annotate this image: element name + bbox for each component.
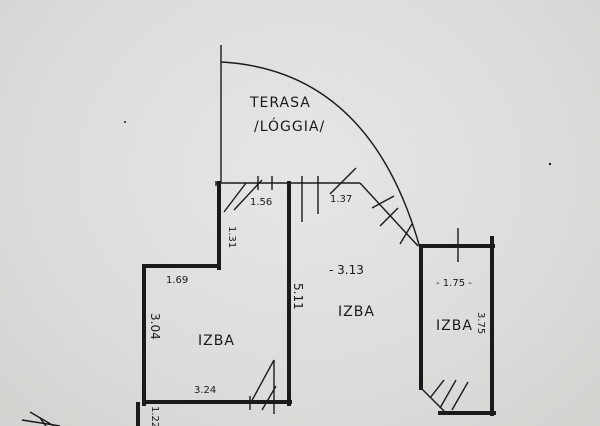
dimension-1-69: 1.69 (166, 275, 188, 286)
room-label-middle: IZBA (338, 304, 375, 320)
room-label-right: IZBA (436, 318, 473, 334)
ink-speck (548, 162, 552, 166)
corner-hatch-2 (29, 411, 55, 426)
door-right-hatch-1 (429, 379, 445, 399)
hatch-1 (223, 182, 247, 213)
railings (21, 167, 469, 426)
dimension-3-04: 3.04 (148, 313, 162, 340)
dimension-1-22: 1.22 (149, 406, 160, 426)
railing-diagonal (359, 182, 419, 247)
terrace-subtitle: /LÓGGIA/ (254, 117, 325, 135)
door-hatch-1 (249, 359, 275, 405)
walls (136, 181, 496, 426)
dimension-1-37: 1.37 (330, 194, 352, 205)
corner-hatch-1 (21, 419, 61, 426)
terrace-arc (220, 61, 421, 249)
dimension-1-75: - 1.75 - (436, 278, 472, 289)
diag-cross-3 (399, 223, 413, 245)
ink-specks (124, 121, 552, 166)
dimension-3-75: 3.75 (475, 312, 486, 334)
dimension-1-31: 1.31 (226, 226, 237, 248)
diag-cross-1 (371, 195, 395, 209)
door-right-hatch-2 (439, 379, 457, 409)
terrace-title: TERASA (249, 95, 311, 111)
hatch-7 (329, 167, 357, 195)
dimension-3-24: 3.24 (194, 385, 216, 396)
corner-hatch-3 (39, 417, 47, 426)
dimension-1-56: 1.56 (250, 197, 272, 208)
room-label-left: IZBA (198, 333, 235, 349)
dimension-3-13: - 3.13 (329, 263, 364, 277)
ink-speck (124, 121, 126, 123)
door-right-diag (420, 387, 447, 414)
door-right-hatch-3 (451, 381, 469, 411)
dimension-5-11: 5.11 (291, 283, 305, 310)
diag-cross-2 (379, 207, 399, 227)
terrace-outline (220, 45, 421, 249)
